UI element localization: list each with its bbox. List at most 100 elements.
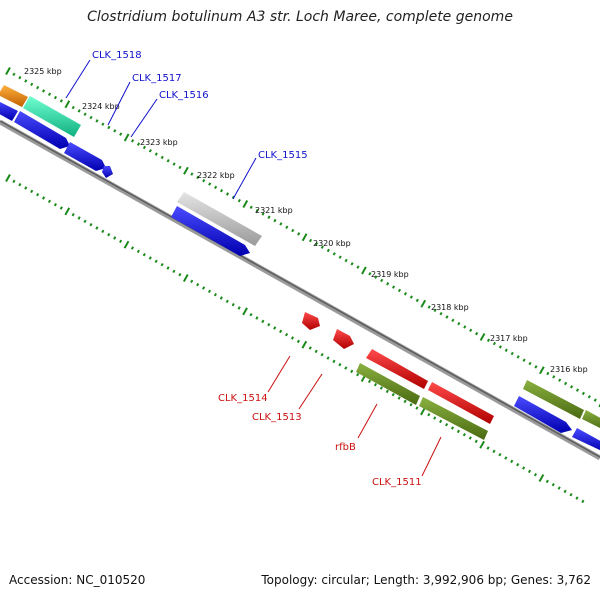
- inner-tick-minor: [219, 296, 223, 300]
- inner-tick-minor: [468, 436, 472, 440]
- gene-label-clk-1513[interactable]: CLK_1513: [252, 412, 302, 423]
- gene-label-rfbb[interactable]: rfbB: [335, 442, 356, 453]
- gene-feature-clk-1516[interactable]: [64, 142, 106, 171]
- gene-feature-olive-1[interactable]: [356, 363, 420, 405]
- gene-feature-small-blue[interactable]: [102, 166, 113, 178]
- inner-tick-minor: [533, 472, 538, 477]
- outer-tick-minor: [196, 175, 200, 180]
- outer-tick-minor: [214, 185, 218, 190]
- outer-tick-minor: [439, 311, 443, 316]
- gene-feature-blue-right[interactable]: [514, 396, 572, 433]
- outer-tick-minor: [350, 262, 354, 266]
- outer-tick-minor: [510, 351, 514, 356]
- gene-label-clk-1518[interactable]: CLK_1518: [92, 50, 142, 61]
- gene-feature-blue-edge[interactable]: [0, 100, 18, 121]
- outer-tick-minor: [30, 82, 34, 87]
- gene-feature-clk-1517[interactable]: [14, 111, 70, 149]
- outer-tick-minor: [154, 152, 158, 156]
- inner-tick-minor: [332, 359, 336, 364]
- gene-feature-blue-right-2[interactable]: [572, 428, 600, 452]
- outer-tick-minor: [131, 139, 135, 143]
- outer-tick-major: [64, 100, 71, 109]
- outer-tick-major: [183, 166, 189, 175]
- gene-label-clk-1517[interactable]: CLK_1517: [132, 73, 182, 84]
- gene-label-clk-1515[interactable]: CLK_1515: [258, 150, 308, 161]
- inner-tick-major: [479, 440, 485, 449]
- gene-label-clk-1511[interactable]: CLK_1511: [372, 477, 422, 488]
- outer-tick-minor: [308, 238, 313, 243]
- gene-feature-orange[interactable]: [0, 85, 28, 107]
- outer-tick-minor: [575, 388, 580, 392]
- ruler-label-2323: 2323 kbp: [140, 138, 178, 147]
- outer-tick-major: [5, 67, 11, 75]
- ruler-label-2318: 2318 kbp: [431, 303, 469, 312]
- inner-tick-minor: [379, 386, 383, 390]
- genome-backbone-line: [0, 120, 600, 458]
- outer-tick-minor: [356, 265, 360, 269]
- ruler-label-2321: 2321 kbp: [255, 206, 293, 215]
- outer-tick-minor: [249, 205, 253, 210]
- outer-tick-minor: [457, 321, 461, 326]
- outer-tick-minor: [475, 331, 479, 336]
- inner-tick-major: [123, 240, 130, 249]
- inner-tick-minor: [427, 412, 431, 417]
- inner-tick-major: [538, 474, 545, 483]
- gene-label-clk-1514[interactable]: CLK_1514: [218, 393, 268, 404]
- outer-tick-minor: [314, 242, 319, 246]
- inner-tick-minor: [231, 302, 235, 307]
- gene-feature-clk-1515[interactable]: [177, 192, 262, 246]
- inner-tick-minor: [433, 416, 437, 420]
- outer-tick-minor: [445, 315, 449, 319]
- outer-tick-minor: [546, 371, 550, 376]
- inner-tick-minor: [190, 279, 194, 284]
- inner-tick-minor: [166, 266, 170, 270]
- gene-feature-clk-1513[interactable]: [333, 329, 354, 349]
- inner-tick-minor: [148, 256, 152, 260]
- inner-tick-minor: [510, 459, 514, 464]
- inner-tick-minor: [249, 312, 253, 317]
- outer-tick-minor: [18, 75, 22, 80]
- inner-tick-minor: [279, 329, 283, 334]
- inner-tick-minor: [563, 489, 567, 494]
- outer-tick-minor: [344, 258, 348, 263]
- gene-feature-clk-1514[interactable]: [302, 312, 320, 330]
- map-title: Clostridium botulinum A3 str. Loch Maree…: [87, 9, 513, 25]
- inner-tick-minor: [385, 389, 389, 394]
- inner-tick-minor: [356, 372, 360, 377]
- inner-tick-minor: [24, 186, 28, 190]
- outer-tick-minor: [47, 92, 52, 96]
- outer-tick-minor: [338, 255, 342, 259]
- inner-tick-minor: [18, 182, 22, 187]
- inner-tick-minor: [202, 286, 206, 290]
- gene-feature-olive-2[interactable]: [419, 397, 488, 440]
- gene-label-clk-1516[interactable]: CLK_1516: [159, 90, 209, 101]
- inner-tick-minor: [12, 179, 16, 184]
- outer-tick-minor: [101, 122, 105, 126]
- inner-tick-minor: [516, 462, 520, 467]
- inner-tick-minor: [450, 426, 455, 430]
- inner-tick-minor: [290, 336, 295, 340]
- ruler-label-2320: 2320 kbp: [313, 239, 351, 248]
- gene-feature-clk-1518[interactable]: [23, 96, 81, 137]
- outer-tick-minor: [53, 95, 58, 100]
- inner-tick-minor: [373, 382, 378, 387]
- gene-feature-olive-3[interactable]: [523, 380, 584, 419]
- outer-tick-minor: [202, 178, 206, 183]
- gene-feature-olive-4[interactable]: [582, 410, 600, 430]
- inner-tick-minor: [213, 292, 217, 297]
- gene-feature-blue-mid[interactable]: [171, 206, 250, 256]
- outer-tick-minor: [492, 341, 496, 346]
- gene-feature-clk-1511[interactable]: [428, 382, 494, 424]
- outer-tick-minor: [12, 72, 16, 77]
- inner-tick-minor: [492, 449, 496, 454]
- inner-tick-minor: [498, 452, 502, 457]
- inner-tick-major: [242, 307, 248, 316]
- inner-tick-minor: [113, 236, 117, 240]
- outer-tick-minor: [267, 215, 271, 219]
- outer-tick-minor: [225, 192, 230, 196]
- inner-tick-minor: [36, 192, 40, 197]
- outer-tick-minor: [178, 165, 182, 170]
- outer-tick-minor: [71, 105, 75, 110]
- gene-feature-rfbb[interactable]: [366, 349, 428, 389]
- outer-tick-minor: [119, 132, 123, 136]
